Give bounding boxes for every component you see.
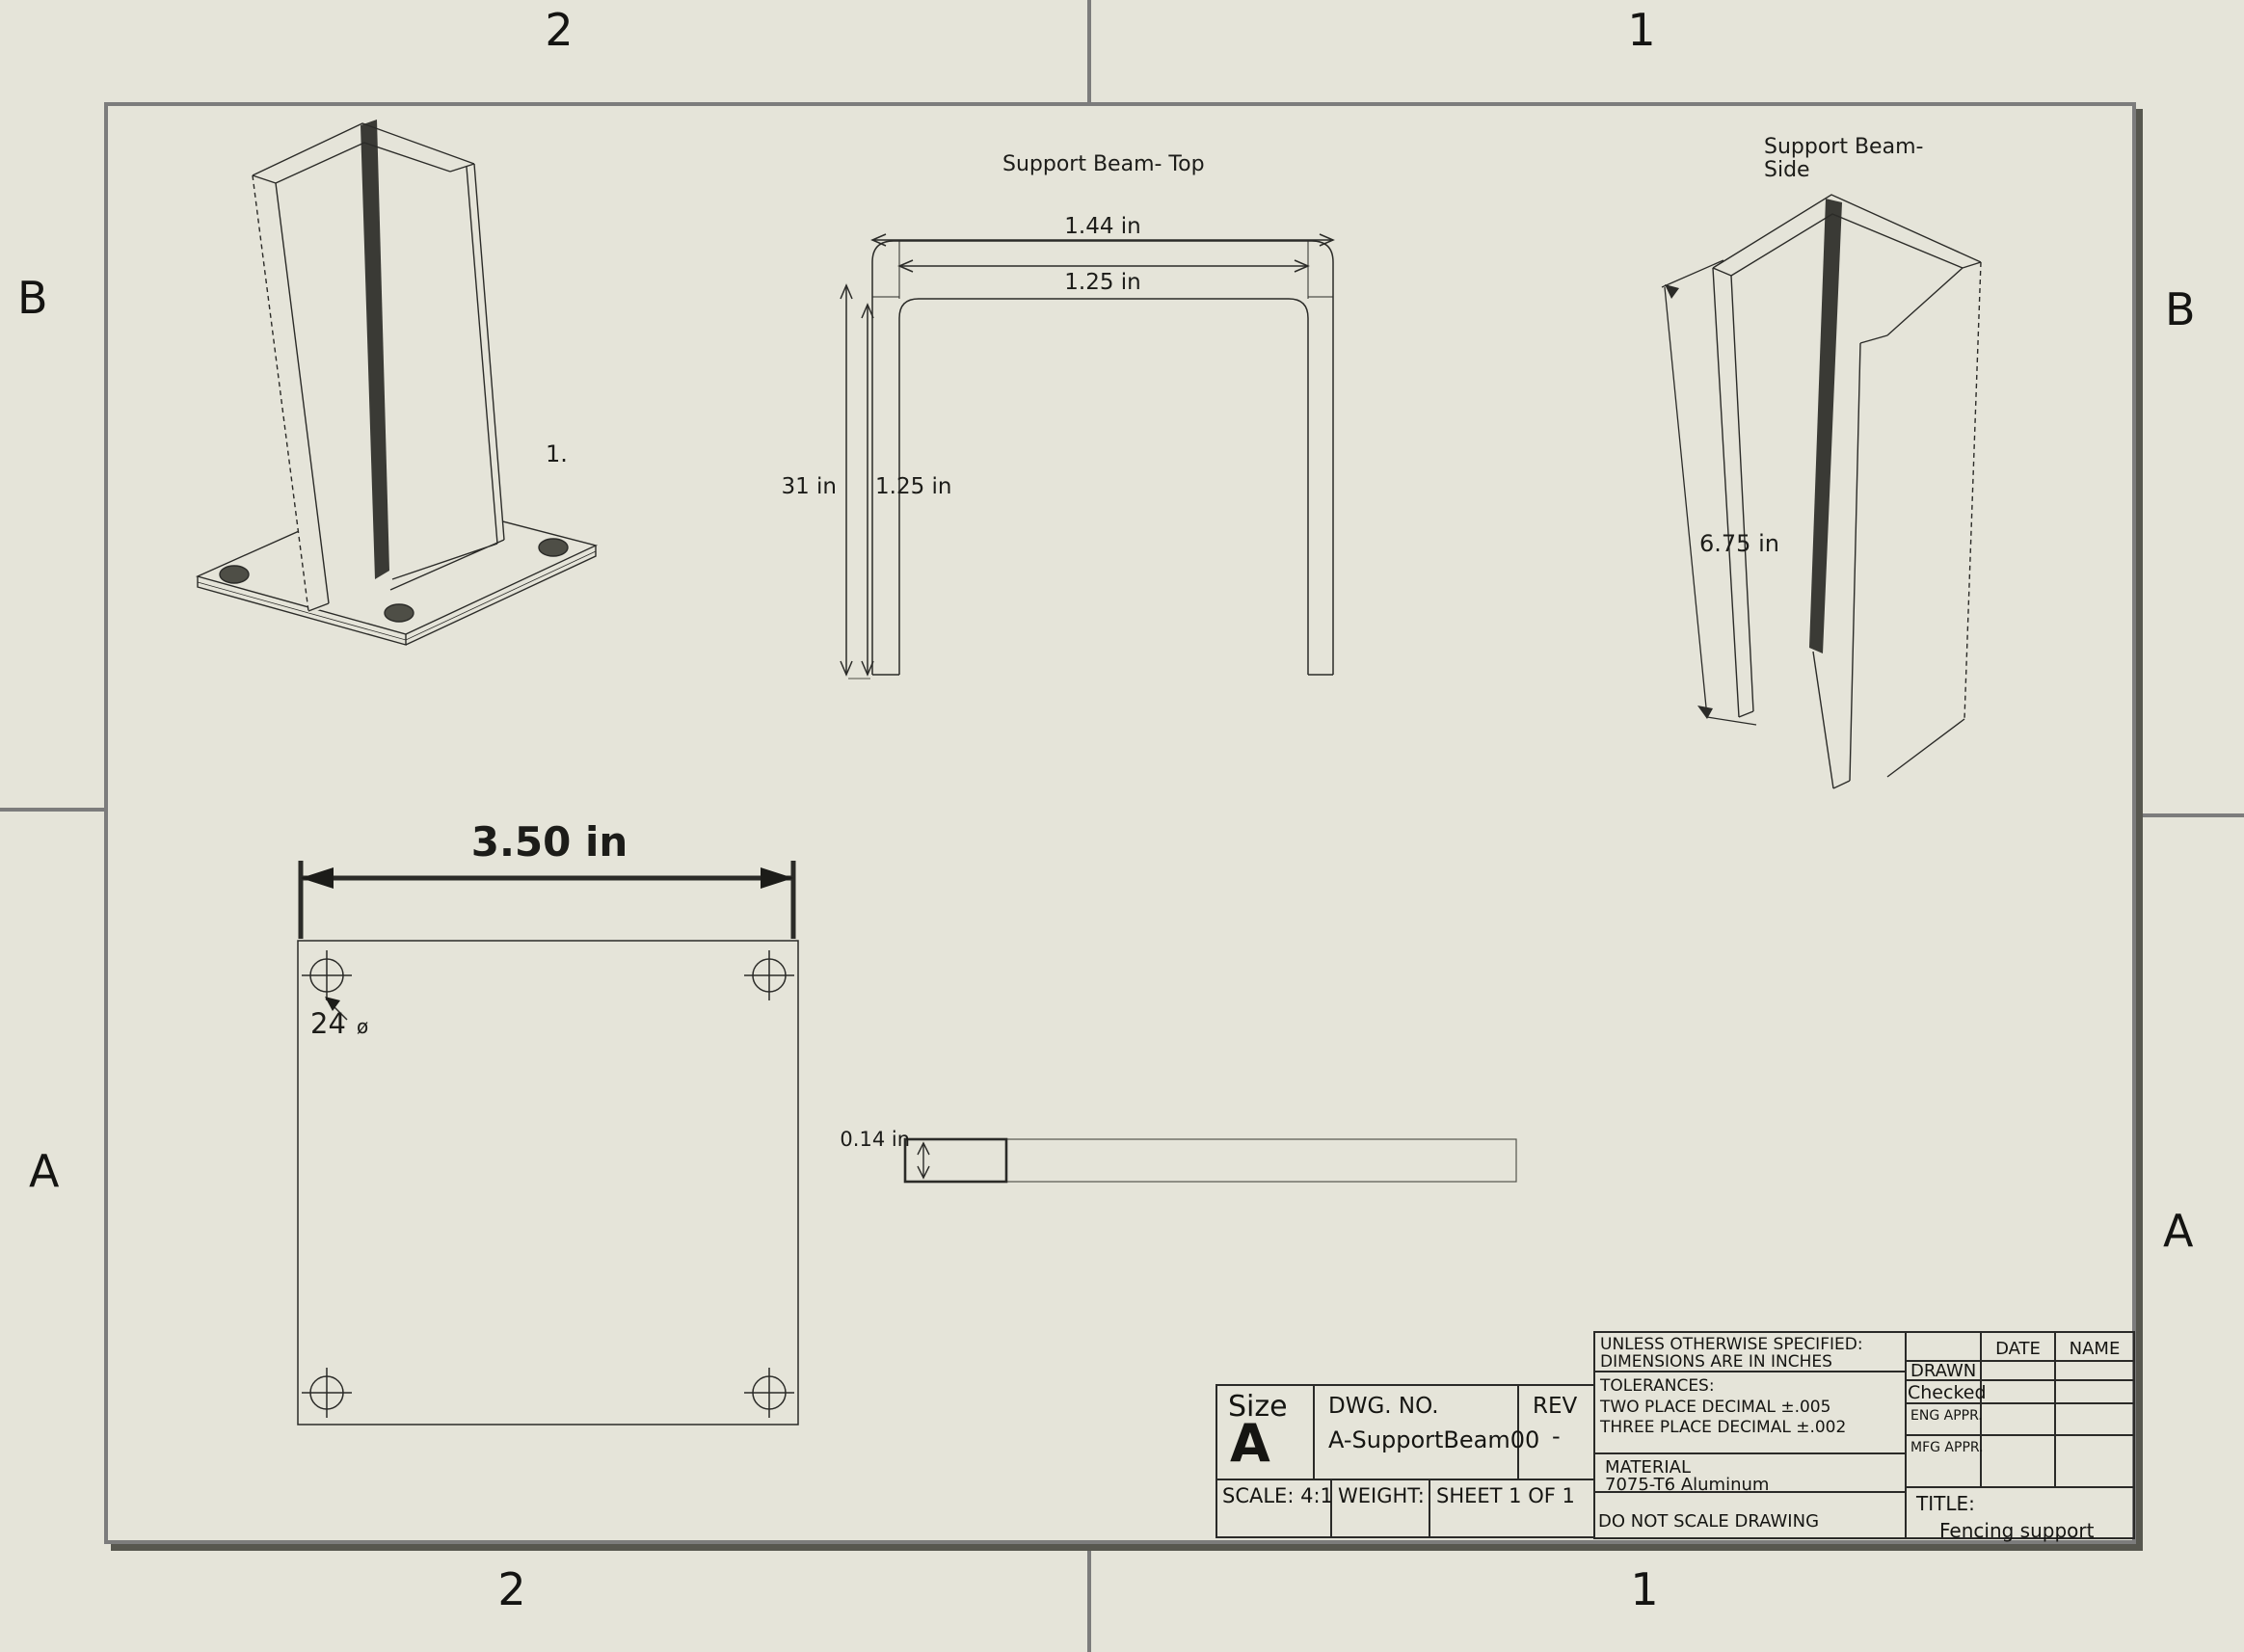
zone-divider-left [0, 808, 104, 812]
dim-flange: 1.25 in [875, 474, 952, 499]
spec-line1: UNLESS OTHERWISE SPECIFIED: [1600, 1335, 1863, 1354]
zone-label-right-a: A [2163, 1205, 2194, 1257]
zone-divider-right [2136, 813, 2244, 817]
tolerances-label: TOLERANCES: [1600, 1376, 1715, 1396]
side-view-title-line1: Support Beam- [1764, 135, 1924, 159]
checked-label: Checked [1908, 1382, 1987, 1403]
side-view-title-line2: Side [1764, 158, 1810, 182]
drawn-label: DRAWN [1910, 1361, 1977, 1381]
zone-label-right-b: B [2165, 283, 2196, 335]
zone-divider-bottom [1087, 1544, 1091, 1652]
top-view-title: Support Beam- Top [1002, 152, 1205, 176]
name-header: NAME [2069, 1339, 2121, 1359]
tolerance-two-place: TWO PLACE DECIMAL ±.005 [1600, 1398, 1831, 1417]
mfg-appr-label: MFG APPR. [1910, 1440, 1984, 1455]
material-label: MATERIAL [1605, 1457, 1691, 1478]
dim-outer-width: 1.44 in [1064, 214, 1141, 239]
eng-appr-label: ENG APPR. [1910, 1408, 1983, 1424]
dim-thickness: 0.14 in [840, 1128, 910, 1151]
drawing-frame [104, 102, 2136, 1544]
rev-value: - [1552, 1423, 1561, 1450]
rev-label: REV [1533, 1394, 1578, 1419]
scale-value: SCALE: 4:1 [1222, 1484, 1333, 1507]
date-header: DATE [1995, 1339, 2041, 1359]
dwg-no-value: A-SupportBeam00 [1328, 1426, 1540, 1453]
dim-plate-width: 3.50 in [470, 818, 628, 866]
title-value: Fencing support [1939, 1519, 2095, 1542]
zone-label-top-1: 1 [1627, 4, 1656, 56]
tolerance-three-place: THREE PLACE DECIMAL ±.002 [1600, 1418, 1847, 1437]
title-label: TITLE: [1916, 1492, 1975, 1515]
zone-label-left-a: A [29, 1145, 60, 1197]
size-value: A [1230, 1413, 1270, 1474]
hole-callout-number: 24 [310, 1007, 346, 1040]
dim-length: 31 in [781, 474, 837, 499]
iso-view-note: 1. [546, 440, 568, 467]
dwg-no-label: DWG. NO. [1328, 1394, 1439, 1419]
material-value: 7075-T6 Aluminum [1605, 1475, 1770, 1495]
dim-inner-width: 1.25 in [1064, 270, 1141, 295]
zone-label-bottom-1: 1 [1630, 1563, 1659, 1615]
zone-divider-top [1087, 0, 1091, 102]
sheet-value: SHEET 1 OF 1 [1436, 1484, 1575, 1507]
zone-label-left-b: B [17, 272, 48, 324]
zone-label-bottom-2: 2 [497, 1563, 526, 1615]
size-label: Size [1228, 1390, 1288, 1424]
dim-height: 6.75 in [1699, 530, 1779, 557]
zone-label-top-2: 2 [545, 4, 574, 56]
spec-line2: DIMENSIONS ARE IN INCHES [1600, 1352, 1832, 1372]
do-not-scale-note: DO NOT SCALE DRAWING [1598, 1511, 1820, 1532]
hole-callout-symbol: ø [357, 1015, 369, 1038]
weight-label: WEIGHT: [1338, 1484, 1425, 1507]
